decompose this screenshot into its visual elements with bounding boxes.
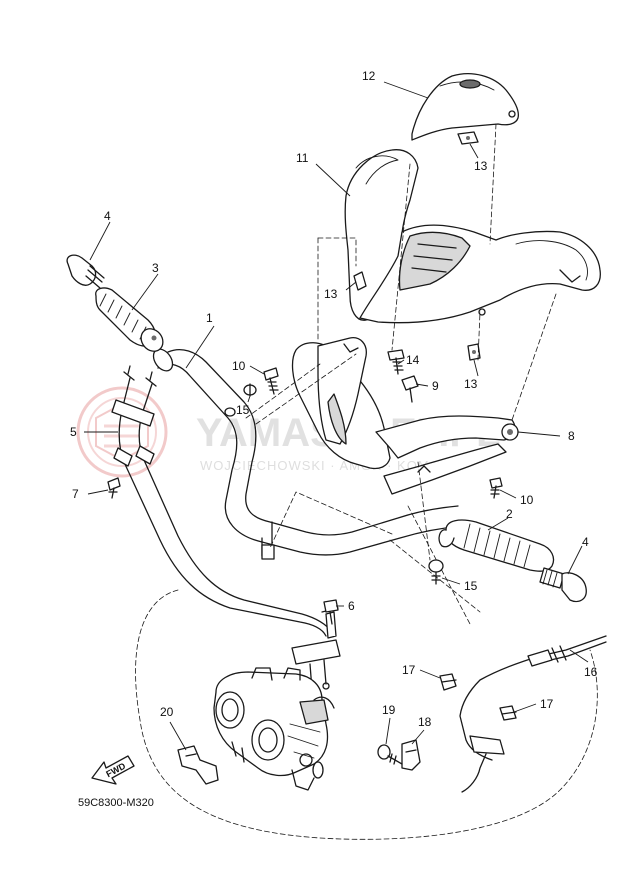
- left-grip: [95, 287, 164, 352]
- clamp-18: [401, 739, 421, 771]
- callout-15-right: 15: [464, 579, 478, 593]
- callout-13-left: 13: [324, 287, 338, 301]
- callout-13-right: 13: [464, 377, 478, 391]
- screw-hole: [478, 308, 486, 316]
- right-bar-end: [539, 567, 587, 603]
- handlebar: [152, 348, 463, 560]
- callout-4-right: 4: [582, 535, 589, 549]
- callout-2: 2: [506, 507, 513, 521]
- callout-6: 6: [348, 599, 355, 613]
- callout-20: 20: [160, 705, 174, 719]
- handlebar-bracket: [375, 415, 519, 495]
- callout-14: 14: [406, 353, 420, 367]
- screw-10-right: [489, 477, 503, 499]
- callout-8: 8: [568, 429, 575, 443]
- callout-7: 7: [72, 487, 79, 501]
- clip-nut-left: [353, 271, 367, 291]
- screw-15-right: [428, 559, 444, 585]
- bolt-6: [323, 599, 339, 625]
- left-bar-end: [66, 254, 105, 289]
- callout-17-left: 17: [402, 663, 416, 677]
- callout-11: 11: [296, 151, 309, 165]
- screw-10-left: [263, 367, 279, 395]
- callout-10-right: 10: [520, 493, 534, 507]
- throttle-cable: [111, 365, 333, 637]
- bolt-9: [401, 375, 419, 403]
- clip-nut-upper: [457, 131, 479, 145]
- callout-12: 12: [362, 69, 376, 83]
- grommet-17-right: [499, 705, 517, 721]
- inner-cover-panel: [291, 337, 391, 470]
- callout-5: 5: [70, 425, 77, 439]
- screw-7: [107, 477, 121, 499]
- callout-1: 1: [206, 311, 213, 325]
- handle-cover-top: [411, 73, 520, 141]
- callout-3: 3: [152, 261, 159, 275]
- callout-18: 18: [418, 715, 432, 729]
- throttle-area-boundary: [135, 589, 598, 840]
- screw-19: [377, 744, 403, 765]
- clip-20: [177, 745, 219, 785]
- callout-15-left: 15: [236, 403, 250, 417]
- throttle-body: [213, 667, 335, 791]
- watermark-logo: [76, 386, 168, 478]
- leader-lines: [84, 81, 589, 751]
- grommet-17-left: [439, 673, 457, 691]
- callout-numbers: 12 11 13 4 3 13 1 10 14 13 9 15 5 8 7 10…: [70, 69, 598, 729]
- screw-14: [387, 349, 405, 375]
- screw-15-left: [243, 383, 257, 397]
- callout-17-right: 17: [540, 697, 554, 711]
- forward-arrow-icon: FWD: [91, 755, 135, 785]
- callout-4-left: 4: [104, 209, 111, 223]
- right-grip: [438, 519, 555, 572]
- callout-9: 9: [432, 379, 439, 393]
- callout-19: 19: [382, 703, 396, 717]
- clip-nut-right: [467, 343, 481, 361]
- callout-10-left: 10: [232, 359, 246, 373]
- callout-13-top: 13: [474, 159, 488, 173]
- drawing-code: 59C8300-M320: [78, 797, 154, 809]
- callout-16: 16: [584, 665, 598, 679]
- brake-cable: [459, 635, 607, 793]
- handle-cover-front: [344, 149, 601, 324]
